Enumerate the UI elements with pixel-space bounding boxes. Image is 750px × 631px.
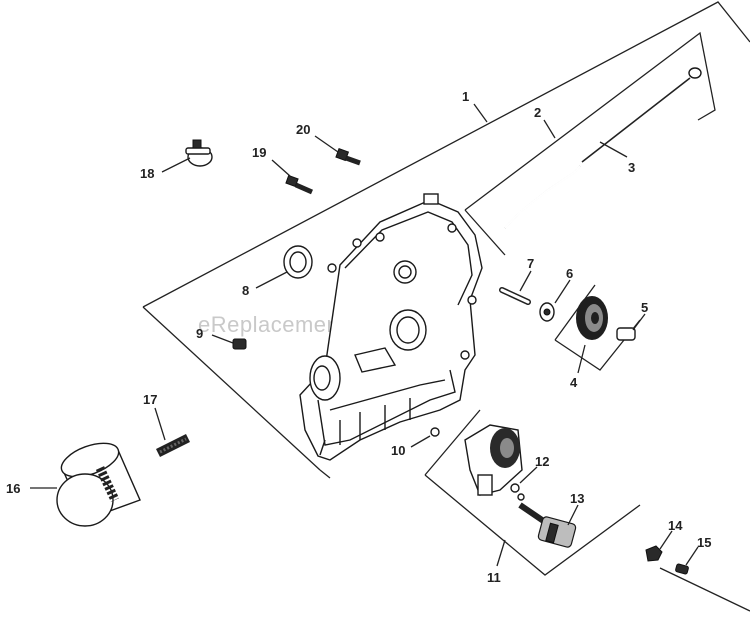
assembly-outline-11 <box>424 409 641 576</box>
callout-12: 12 <box>535 454 549 469</box>
callout-19: 19 <box>252 145 266 160</box>
callout-5: 5 <box>641 300 648 315</box>
part-15-screw[interactable] <box>675 563 689 575</box>
part-10-o-ring[interactable] <box>430 427 440 437</box>
part-9-screw[interactable] <box>232 338 247 350</box>
callout-3: 3 <box>628 160 635 175</box>
part-18-plug[interactable] <box>185 139 213 167</box>
callout-4: 4 <box>570 375 578 390</box>
part-2-dipstick-tube[interactable] <box>504 165 581 229</box>
callout-9: 9 <box>196 326 203 341</box>
callout-15: 15 <box>697 535 711 550</box>
part-14-nut[interactable] <box>645 545 663 562</box>
callout-10: 10 <box>391 443 405 458</box>
part-13-relief-valve[interactable] <box>518 502 577 548</box>
callout-labels: 1 2 3 4 5 6 7 8 9 10 11 12 13 14 15 16 1… <box>6 89 711 585</box>
part-19-bolt[interactable] <box>285 174 314 195</box>
part-17-nipple[interactable] <box>155 433 191 458</box>
part-11-oil-pump[interactable] <box>464 424 523 496</box>
callout-17: 17 <box>143 392 157 407</box>
part-1-closure-plate[interactable] <box>299 193 483 461</box>
leader-lines <box>30 103 699 567</box>
callout-13: 13 <box>570 491 584 506</box>
part-16-oil-filter[interactable] <box>56 437 141 527</box>
callout-8: 8 <box>242 283 249 298</box>
callout-16: 16 <box>6 481 20 496</box>
assembly-outline-2 <box>464 31 716 256</box>
callout-7: 7 <box>527 256 534 271</box>
callout-11: 11 <box>487 570 501 585</box>
callout-1: 1 <box>462 89 469 104</box>
callout-18: 18 <box>140 166 154 181</box>
callout-2: 2 <box>534 105 541 120</box>
callout-20: 20 <box>296 122 310 137</box>
part-3-dipstick[interactable] <box>581 67 702 163</box>
assembly-outline-1 <box>142 1 750 612</box>
part-6-washer[interactable] <box>539 302 555 322</box>
part-8-oil-seal[interactable] <box>283 245 313 279</box>
part-4-gear[interactable] <box>576 296 608 340</box>
part-5-shaft[interactable] <box>616 327 636 341</box>
part-7-pin[interactable] <box>499 287 531 305</box>
callout-14: 14 <box>668 518 683 533</box>
part-12-o-ring[interactable] <box>510 483 525 501</box>
callout-6: 6 <box>566 266 573 281</box>
part-20-bolt[interactable] <box>335 147 361 166</box>
